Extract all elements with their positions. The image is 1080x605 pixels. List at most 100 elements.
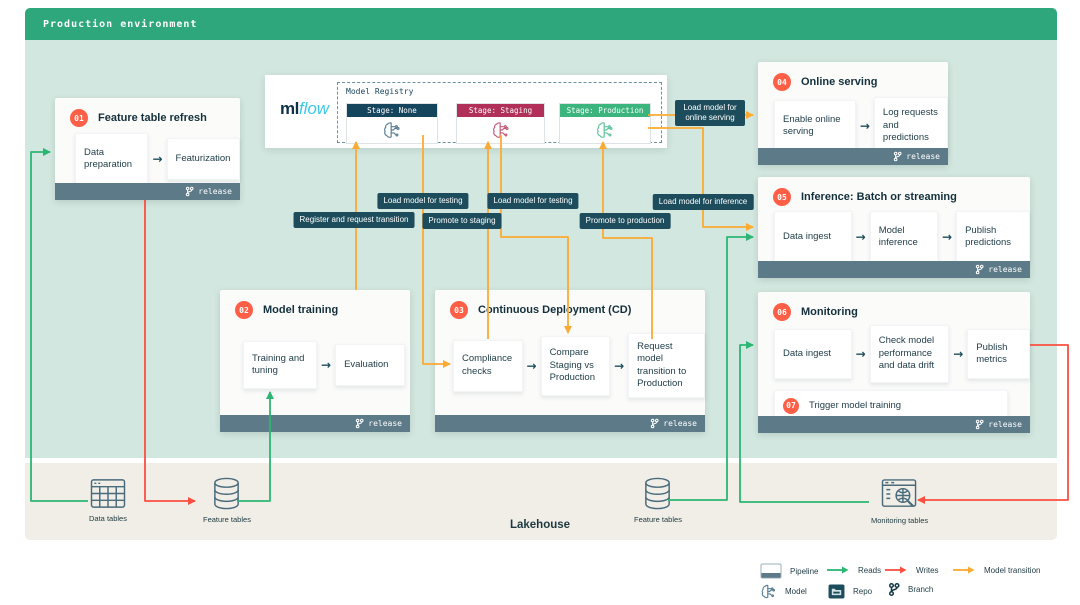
step-check-model-performance: Check model performance and data drift xyxy=(869,325,950,383)
box-model-training: 02 Model training Training and tuning → … xyxy=(220,290,410,432)
arrow-label-load-online-serving: Load model for online serving xyxy=(675,100,745,126)
stage-card-production: Stage: Production xyxy=(559,103,651,144)
step-publish-predictions: Publish predictions xyxy=(956,211,1030,263)
arrow-label-load-inference: Load model for inference xyxy=(652,194,754,210)
model-brain-icon xyxy=(760,583,777,600)
step-enable-online-serving: Enable online serving xyxy=(774,100,856,152)
table-grid-icon xyxy=(90,479,126,508)
arrow-label-load-testing-1: Load model for testing xyxy=(377,193,469,209)
legend-repo: Repo xyxy=(828,584,872,599)
step-evaluation: Evaluation xyxy=(335,344,406,386)
step-model-inference: Model inference xyxy=(869,211,939,263)
arrow-label-promote-staging: Promote to staging xyxy=(422,213,502,229)
database-icon xyxy=(645,477,671,510)
lakehouse-title: Lakehouse xyxy=(509,519,571,531)
step-number-badge: 05 xyxy=(773,188,791,206)
legend-writes: Writes xyxy=(884,565,939,575)
table-label: Feature tables xyxy=(203,515,251,524)
legend-label: Branch xyxy=(908,585,934,594)
database-icon xyxy=(214,477,240,510)
trigger-label: Trigger model training xyxy=(809,399,902,411)
release-tag: release xyxy=(435,415,705,432)
step-arrow-icon: → xyxy=(942,230,953,244)
step-number-badge: 03 xyxy=(450,301,468,319)
release-tag: release xyxy=(55,183,240,200)
legend-label: Model xyxy=(785,587,807,596)
box-title: Feature table refresh xyxy=(98,112,207,124)
mlflow-logo: mlflow xyxy=(280,99,329,119)
lakehouse-feature-tables-right: Feature tables xyxy=(634,476,682,524)
branch-icon xyxy=(356,418,364,429)
box-feature-table-refresh: 01 Feature table refresh Data preparatio… xyxy=(55,98,240,200)
arrow-label-load-testing-2: Load model for testing xyxy=(487,193,579,209)
step-number-badge: 06 xyxy=(773,303,791,321)
release-label: release xyxy=(988,420,1022,429)
table-label: Data tables xyxy=(89,514,127,523)
box-title: Online serving xyxy=(801,76,878,88)
step-arrow-icon: → xyxy=(855,347,866,361)
step-number-badge: 07 xyxy=(783,398,799,414)
legend-model-transition: Model transition xyxy=(952,565,1040,575)
release-tag: release xyxy=(220,415,410,432)
stage-card-none: Stage: None xyxy=(346,103,438,144)
step-arrow-icon: → xyxy=(855,230,866,244)
step-compliance-checks: Compliance checks xyxy=(453,339,523,392)
model-brain-icon xyxy=(560,117,650,143)
branch-icon xyxy=(186,186,194,197)
legend-model: Model xyxy=(760,583,807,600)
release-tag: release xyxy=(758,261,1030,278)
step-data-ingest: Data ingest xyxy=(774,211,852,263)
branch-icon xyxy=(976,264,984,275)
arrow-label-register-transition: Register and request transition xyxy=(293,212,415,228)
writes-arrow-icon xyxy=(885,566,907,574)
box-monitoring: 06 Monitoring Data ingest → Check model … xyxy=(758,292,1030,433)
reads-arrow-icon xyxy=(827,566,849,574)
lakehouse-data-tables: Data tables xyxy=(89,477,127,523)
table-label: Feature tables xyxy=(634,515,682,524)
lakehouse-band xyxy=(25,463,1057,540)
mlflow-logo-flow: flow xyxy=(298,99,330,118)
step-request-model-transition: Request model transition to Production xyxy=(628,333,705,399)
stage-card-staging: Stage: Staging xyxy=(456,103,545,144)
step-compare-staging-production: Compare Staging vs Production xyxy=(540,335,611,396)
legend-reads: Reads xyxy=(826,565,881,575)
legend-pipeline: Pipeline xyxy=(760,563,818,579)
stage-none-label: Stage: None xyxy=(347,104,437,117)
release-label: release xyxy=(198,187,232,196)
branch-icon xyxy=(976,419,984,430)
production-environment-banner: Production environment xyxy=(25,8,1057,40)
step-number-badge: 01 xyxy=(70,109,88,127)
step-number-badge: 02 xyxy=(235,301,253,319)
table-label: Monitoring tables xyxy=(871,516,929,525)
model-brain-icon xyxy=(347,117,437,143)
step-arrow-icon: → xyxy=(526,358,537,373)
model-brain-icon xyxy=(457,117,544,143)
box-title: Continuous Deployment (CD) xyxy=(478,304,632,316)
step-data-preparation: Data preparation xyxy=(75,133,149,185)
stage-staging-label: Stage: Staging xyxy=(457,104,544,117)
model-registry-title: Model Registry xyxy=(346,87,414,96)
monitoring-browser-icon xyxy=(881,479,916,507)
step-arrow-icon: → xyxy=(953,347,964,361)
release-label: release xyxy=(663,419,697,428)
release-tag: release xyxy=(758,416,1030,433)
pipeline-icon xyxy=(760,563,782,579)
model-transition-arrow-icon xyxy=(953,566,975,574)
model-registry: Model Registry Stage: None Stage: Stagin… xyxy=(337,82,662,144)
arrow-label-promote-production: Promote to production xyxy=(579,213,671,229)
release-tag: release xyxy=(758,148,948,165)
stage-production-label: Stage: Production xyxy=(560,104,650,117)
box-inference: 05 Inference: Batch or streaming Data in… xyxy=(758,177,1030,278)
step-arrow-icon: → xyxy=(614,358,625,373)
mlflow-logo-ml: ml xyxy=(280,99,299,118)
legend-label: Reads xyxy=(858,565,882,575)
legend-label: Writes xyxy=(916,565,939,575)
legend-label: Model transition xyxy=(984,565,1041,575)
box-title: Inference: Batch or streaming xyxy=(801,191,957,203)
branch-icon xyxy=(651,418,659,429)
branch-icon xyxy=(888,582,900,597)
step-number-badge: 04 xyxy=(773,73,791,91)
release-label: release xyxy=(988,265,1022,274)
repo-icon xyxy=(828,584,845,599)
